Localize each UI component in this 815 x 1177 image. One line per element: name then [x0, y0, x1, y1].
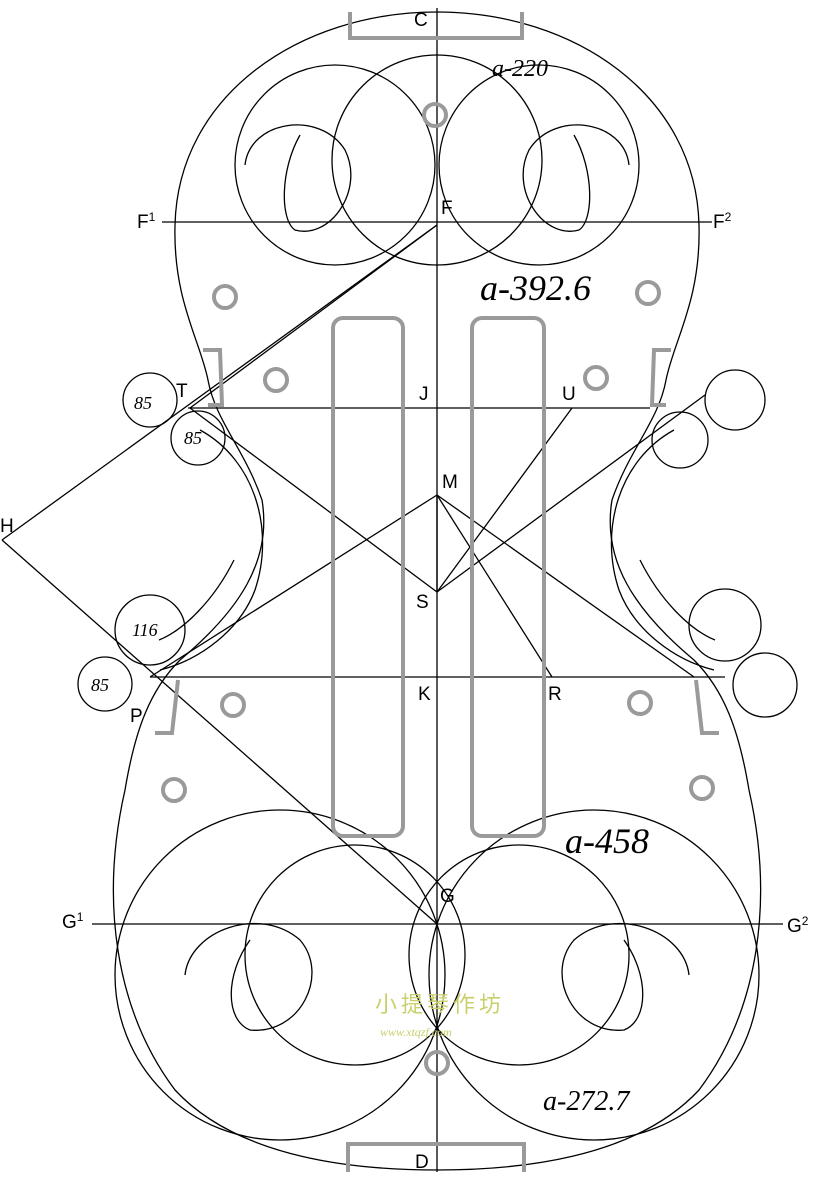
right-cbout-inner-arc [610, 429, 715, 671]
left-rib-window [331, 316, 405, 838]
circle-number-p-upper: 116 [132, 620, 158, 640]
label-g1: G1 [62, 910, 84, 933]
label-k: K [418, 684, 431, 705]
label-c: C [414, 10, 428, 31]
right-lower-corner-circle [688, 588, 762, 662]
line-t-s [189, 407, 438, 593]
pin-upper-left [212, 284, 238, 310]
label-m: M [442, 472, 458, 493]
upper-left-circle [234, 64, 436, 266]
label-f2: F2 [713, 210, 732, 233]
lower-left-circle [114, 809, 446, 1141]
t-below-circle [170, 410, 226, 466]
pin-mid-right [583, 365, 609, 391]
pin-bottom-left [161, 777, 187, 803]
upper-right-spiral [522, 124, 630, 232]
label-t: T [176, 381, 188, 402]
right-rib-window [470, 316, 546, 838]
label-h: H [0, 516, 14, 537]
label-f1: F1 [137, 210, 156, 233]
arc-label-lower: a-272.7 [543, 1086, 630, 1117]
right-cbout-mid-arc [639, 559, 716, 641]
t-left-circle [122, 372, 178, 428]
arc-label-upper-middle: a-392.6 [480, 268, 591, 308]
right-lower-corner-circle-2 [732, 652, 798, 718]
upper-right-circle [438, 64, 640, 266]
upper-center-circle [331, 54, 543, 266]
watermark-url: www.xtqzf.com [380, 1025, 452, 1039]
label-g2: G2 [787, 914, 809, 937]
circle-number-t-below: 85 [184, 428, 202, 448]
pin-bottom-center [424, 1050, 450, 1076]
top-block-mark [348, 12, 524, 40]
lower-center-right-circle [408, 844, 630, 1066]
lower-right-spiral [561, 922, 690, 1031]
left-cbout-mid-arc [158, 559, 235, 641]
left-upper-corner-block [203, 348, 225, 407]
p-upper-circle [114, 594, 186, 666]
line-s-right-upper [436, 394, 706, 593]
lower-right-circle [428, 809, 760, 1141]
left-lower-corner-block [155, 679, 180, 735]
body-outline [112, 11, 762, 1171]
pin-mid-left [263, 367, 289, 393]
p-left-circle [77, 656, 133, 712]
arc-label-lower-middle: a-458 [565, 821, 649, 861]
label-r: R [548, 684, 562, 705]
pin-upper-right [635, 280, 661, 306]
label-d: D [415, 1152, 429, 1173]
circle-number-t-left: 85 [134, 393, 152, 413]
circle-number-p-left: 85 [91, 675, 109, 695]
label-g: G [440, 886, 455, 907]
bottom-block-mark [346, 1142, 526, 1172]
lower-left-spiral [184, 922, 313, 1031]
label-u: U [562, 384, 576, 405]
arc-label-upper: a-220 [492, 56, 548, 82]
lower-center-left-circle [244, 844, 466, 1066]
line-s-u [436, 407, 573, 593]
label-s: S [416, 592, 429, 613]
right-upper-corner-circle-2 [651, 411, 709, 469]
line-h-g [1, 539, 438, 925]
watermark-title: 小提琴作坊 [375, 993, 505, 1018]
line-t-f [189, 224, 438, 409]
label-j: J [419, 384, 429, 405]
right-upper-corner-block [649, 348, 671, 407]
left-cbout-inner-arc [159, 429, 264, 671]
line-p-m [149, 494, 438, 678]
line-m-right-lower [436, 494, 695, 678]
label-p: P [130, 706, 143, 727]
pin-bottom-right [689, 775, 715, 801]
pin-lower-right [627, 690, 653, 716]
upper-left-spiral [244, 124, 352, 232]
right-lower-corner-block [694, 679, 719, 735]
label-f: F [441, 198, 453, 219]
pin-upper-center [422, 102, 448, 128]
pin-lower-left [220, 692, 246, 718]
right-upper-corner-circle [704, 369, 766, 431]
line-m-r [436, 494, 553, 678]
